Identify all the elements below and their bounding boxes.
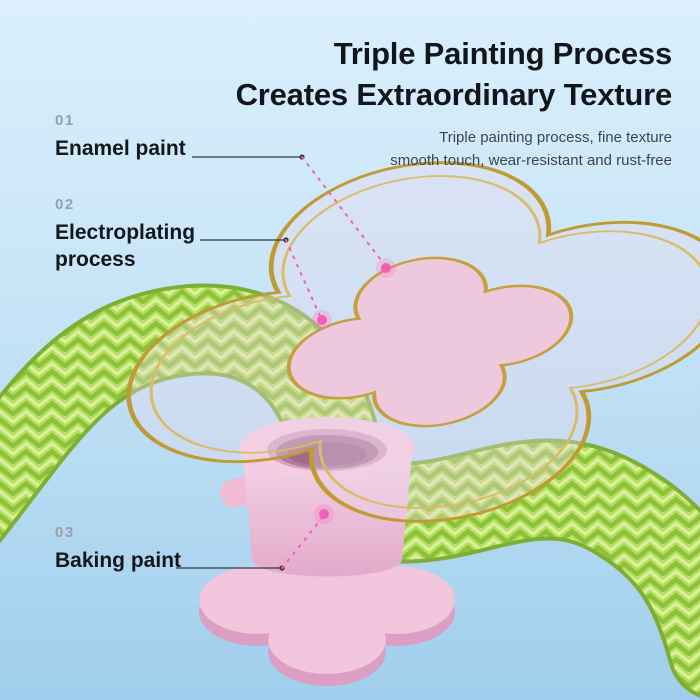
page-title: Triple Painting Process Creates Extraord… (235, 34, 673, 116)
cable-right (289, 438, 700, 698)
part-dot-3 (319, 509, 329, 519)
part-dot-1 (381, 263, 391, 273)
callout-enamel-paint: 01 Enamel paint (55, 112, 186, 163)
callout-label-line-1: Electroplating (55, 221, 196, 244)
flower-holder-base (199, 526, 455, 686)
callout-number: 03 (55, 524, 75, 541)
page-subtitle-line-1: Triple painting process, fine texture (439, 129, 672, 146)
page-subtitle: Triple painting process, fine texture sm… (390, 126, 672, 173)
callout-electroplating-process: 02 Electroplating process (55, 196, 195, 274)
callout-label: Baking paint (55, 549, 182, 572)
dashed-line-3 (281, 517, 323, 569)
page-title-line-2: Creates Extraordinary Texture (235, 76, 673, 112)
part-dot-2 (317, 315, 327, 325)
flower-holder-cup (219, 417, 415, 577)
callout-label: Electroplating process (55, 220, 195, 274)
page-title-line-1: Triple Painting Process (333, 36, 672, 71)
callout-label-line-2: process (55, 247, 136, 271)
callout-baking-paint: 03 Baking paint (55, 524, 181, 575)
page-subtitle-line-2: smooth touch, wear-resistant and rust-fr… (390, 152, 672, 170)
callout-number: 02 (55, 196, 75, 213)
callout-annotations (176, 154, 396, 571)
callout-number: 01 (55, 112, 75, 129)
callout-label: Enamel paint (55, 137, 186, 160)
gold-flower-ornament (126, 161, 700, 523)
cable-left (0, 283, 384, 544)
